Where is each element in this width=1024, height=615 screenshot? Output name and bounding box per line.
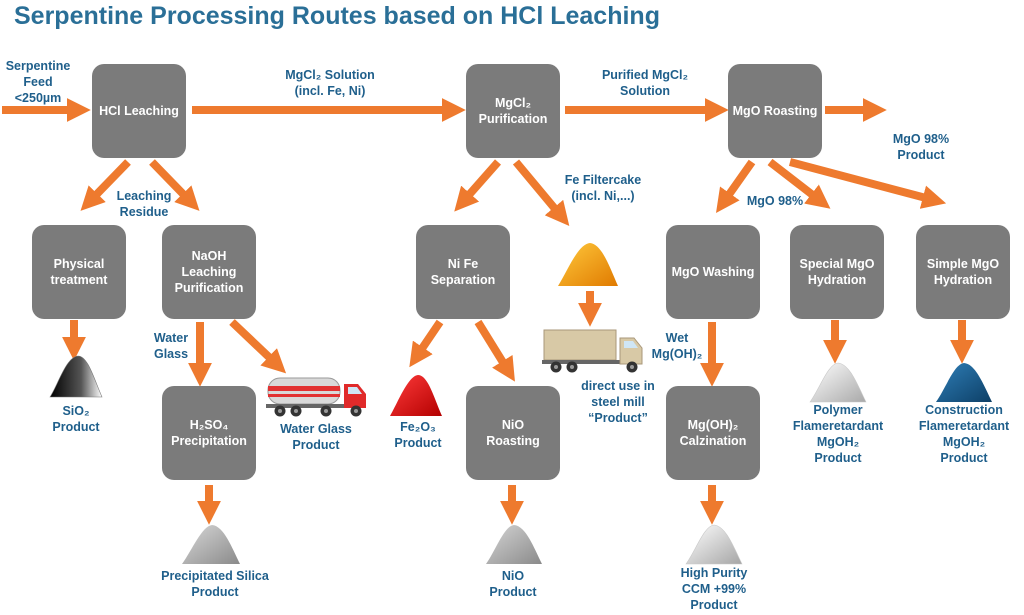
arrow-roasting-to-washing <box>716 159 756 213</box>
arrow-mgcl2-to-nife <box>454 159 501 212</box>
arrow-roasting-to-simple <box>788 158 947 209</box>
fe-filtercake-pile-icon <box>558 243 618 286</box>
arrow-roasting-to-special <box>767 158 831 209</box>
special-mgo-hydration-box: Special MgO Hydration <box>790 225 884 319</box>
wet-mgoh2-label: Wet Mg(OH)₂ <box>651 331 703 361</box>
mgo-roasting-box: MgO Roasting <box>728 64 822 158</box>
high-purity-label: High Purity CCM +99% Product <box>680 566 748 612</box>
construction-pile-icon <box>936 363 992 402</box>
mgo98-mid-label: MgO 98% <box>746 194 804 208</box>
page-title: Serpentine Processing Routes based on HC… <box>14 2 660 30</box>
direct-use-label: direct use in steel mill “Product” <box>581 379 655 425</box>
mgcl2-solution-label: MgCl₂ Solution (incl. Fe, Ni) <box>285 68 375 98</box>
fe2o3-pile-icon <box>390 375 442 416</box>
purified-mgcl2-label: Purified MgCl₂ Solution <box>601 68 689 98</box>
mgcl2-purification-box: MgCl₂ Purification <box>466 64 560 158</box>
nio-product-label: NiO Product <box>489 569 537 599</box>
hcl-leaching-box: HCl Leaching <box>92 64 186 158</box>
sio2-pile-icon <box>49 355 103 398</box>
mgo-washing-box: MgO Washing <box>666 225 760 319</box>
naoh-leaching-box: NaOH Leaching Purification <box>162 225 256 319</box>
serpentine-feed-label: Serpentine Feed <250µm <box>5 59 71 105</box>
construction-product-label: Construction Flameretardant MgOH₂ Produc… <box>918 403 1010 465</box>
arrow-hcl-to-naoh <box>149 159 200 211</box>
box-truck-icon <box>542 329 643 373</box>
arrow-nife-to-fe2o3 <box>409 319 444 368</box>
arrow-hcl-to-physical <box>80 159 131 211</box>
arrow-nife-to-nio <box>474 319 515 382</box>
mgo98-product-label: MgO 98% Product <box>892 132 950 162</box>
physical-treatment-box: Physical treatment <box>32 225 126 319</box>
tank-truck-icon <box>266 377 366 417</box>
leaching-residue-label: Leaching Residue <box>116 189 172 219</box>
simple-mgo-hydration-box: Simple MgO Hydration <box>916 225 1010 319</box>
nife-separation-box: Ni Fe Separation <box>416 225 510 319</box>
fe2o3-product-label: Fe₂O₃ Product <box>394 420 442 450</box>
arrow-mgcl2-to-filtercake <box>512 159 570 226</box>
high-purity-pile-icon <box>685 524 743 565</box>
fe-filtercake-label: Fe Filtercake (incl. Ni,...) <box>564 173 642 203</box>
polymer-product-label: Polymer Flameretardant MgOH₂ Product <box>792 403 884 465</box>
water-glass-label: Water Glass <box>153 331 189 361</box>
water-glass-product-label: Water Glass Product <box>280 422 352 452</box>
precipitated-silica-pile-icon <box>182 525 240 564</box>
precipitated-silica-label: Precipitated Silica Product <box>161 569 269 599</box>
nio-roasting-box: NiO Roasting <box>466 386 560 480</box>
polymer-pile-icon <box>809 362 867 403</box>
arrow-naoh-to-truck <box>229 319 287 374</box>
mgoh2-calzination-box: Mg(OH)₂ Calzination <box>666 386 760 480</box>
h2so4-precipitation-box: H₂SO₄ Precipitation <box>162 386 256 480</box>
nio-pile-icon <box>486 525 542 564</box>
sio2-product-label: SiO₂ Product <box>52 404 100 434</box>
